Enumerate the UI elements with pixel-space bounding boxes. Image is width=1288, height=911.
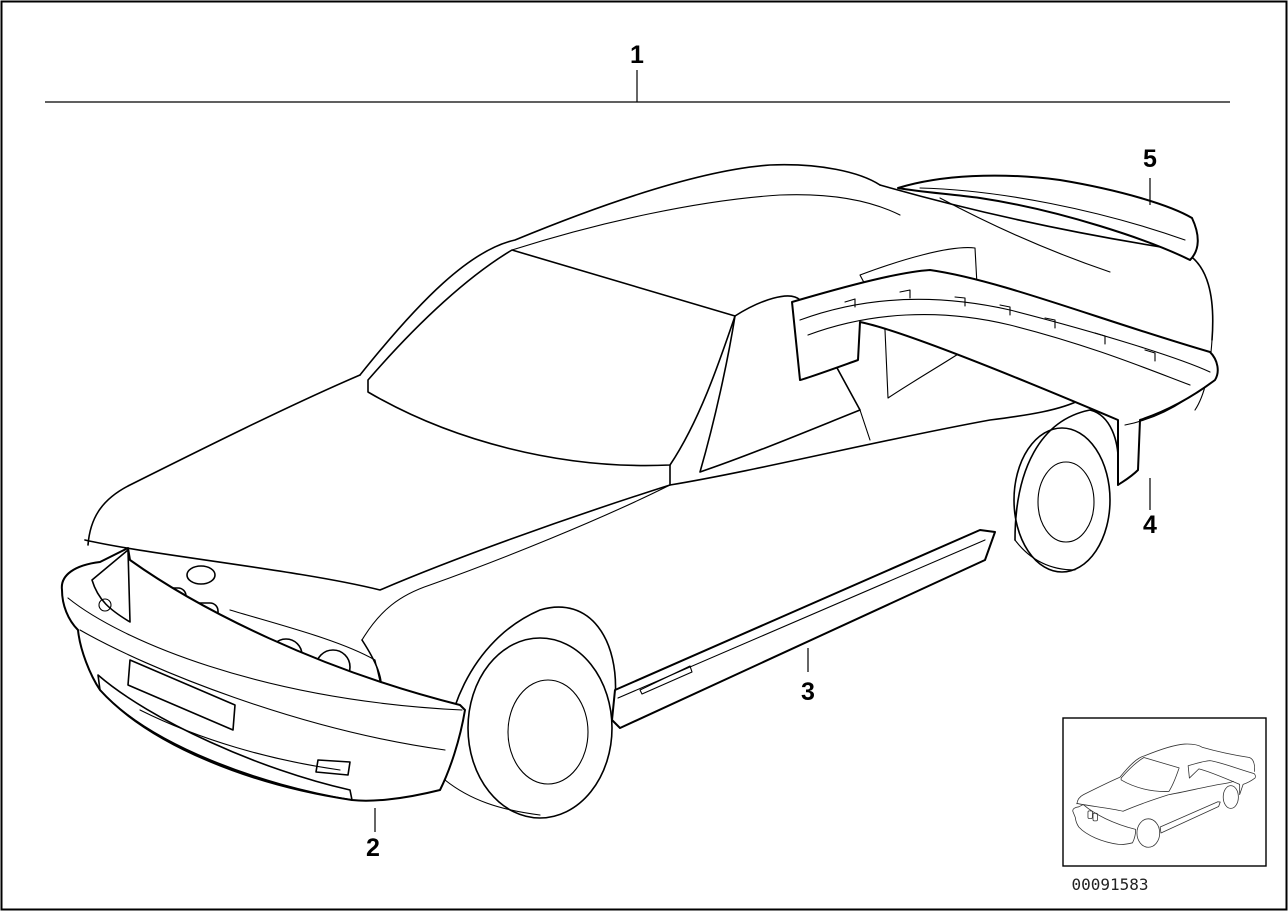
part-3-side-skirt	[611, 529, 996, 729]
rear-bumper-clips	[844, 289, 1156, 362]
group-bracket	[45, 70, 1230, 103]
callout-4: 4	[1143, 511, 1157, 539]
callout-5: 5	[1143, 145, 1157, 173]
part-5-rear-spoiler	[897, 174, 1199, 273]
callout-3: 3	[801, 678, 815, 706]
overview-thumbnail	[1062, 717, 1267, 867]
drawing-number: 00091583	[1071, 875, 1148, 894]
callout-1: 1	[630, 41, 644, 69]
callout-labels: 1 2 3 4 5	[366, 41, 1157, 862]
leader-lines	[374, 178, 1151, 832]
callout-2: 2	[366, 834, 380, 862]
part-2-front-bumper	[60, 547, 466, 802]
part-4-rear-bumper	[791, 269, 1219, 486]
